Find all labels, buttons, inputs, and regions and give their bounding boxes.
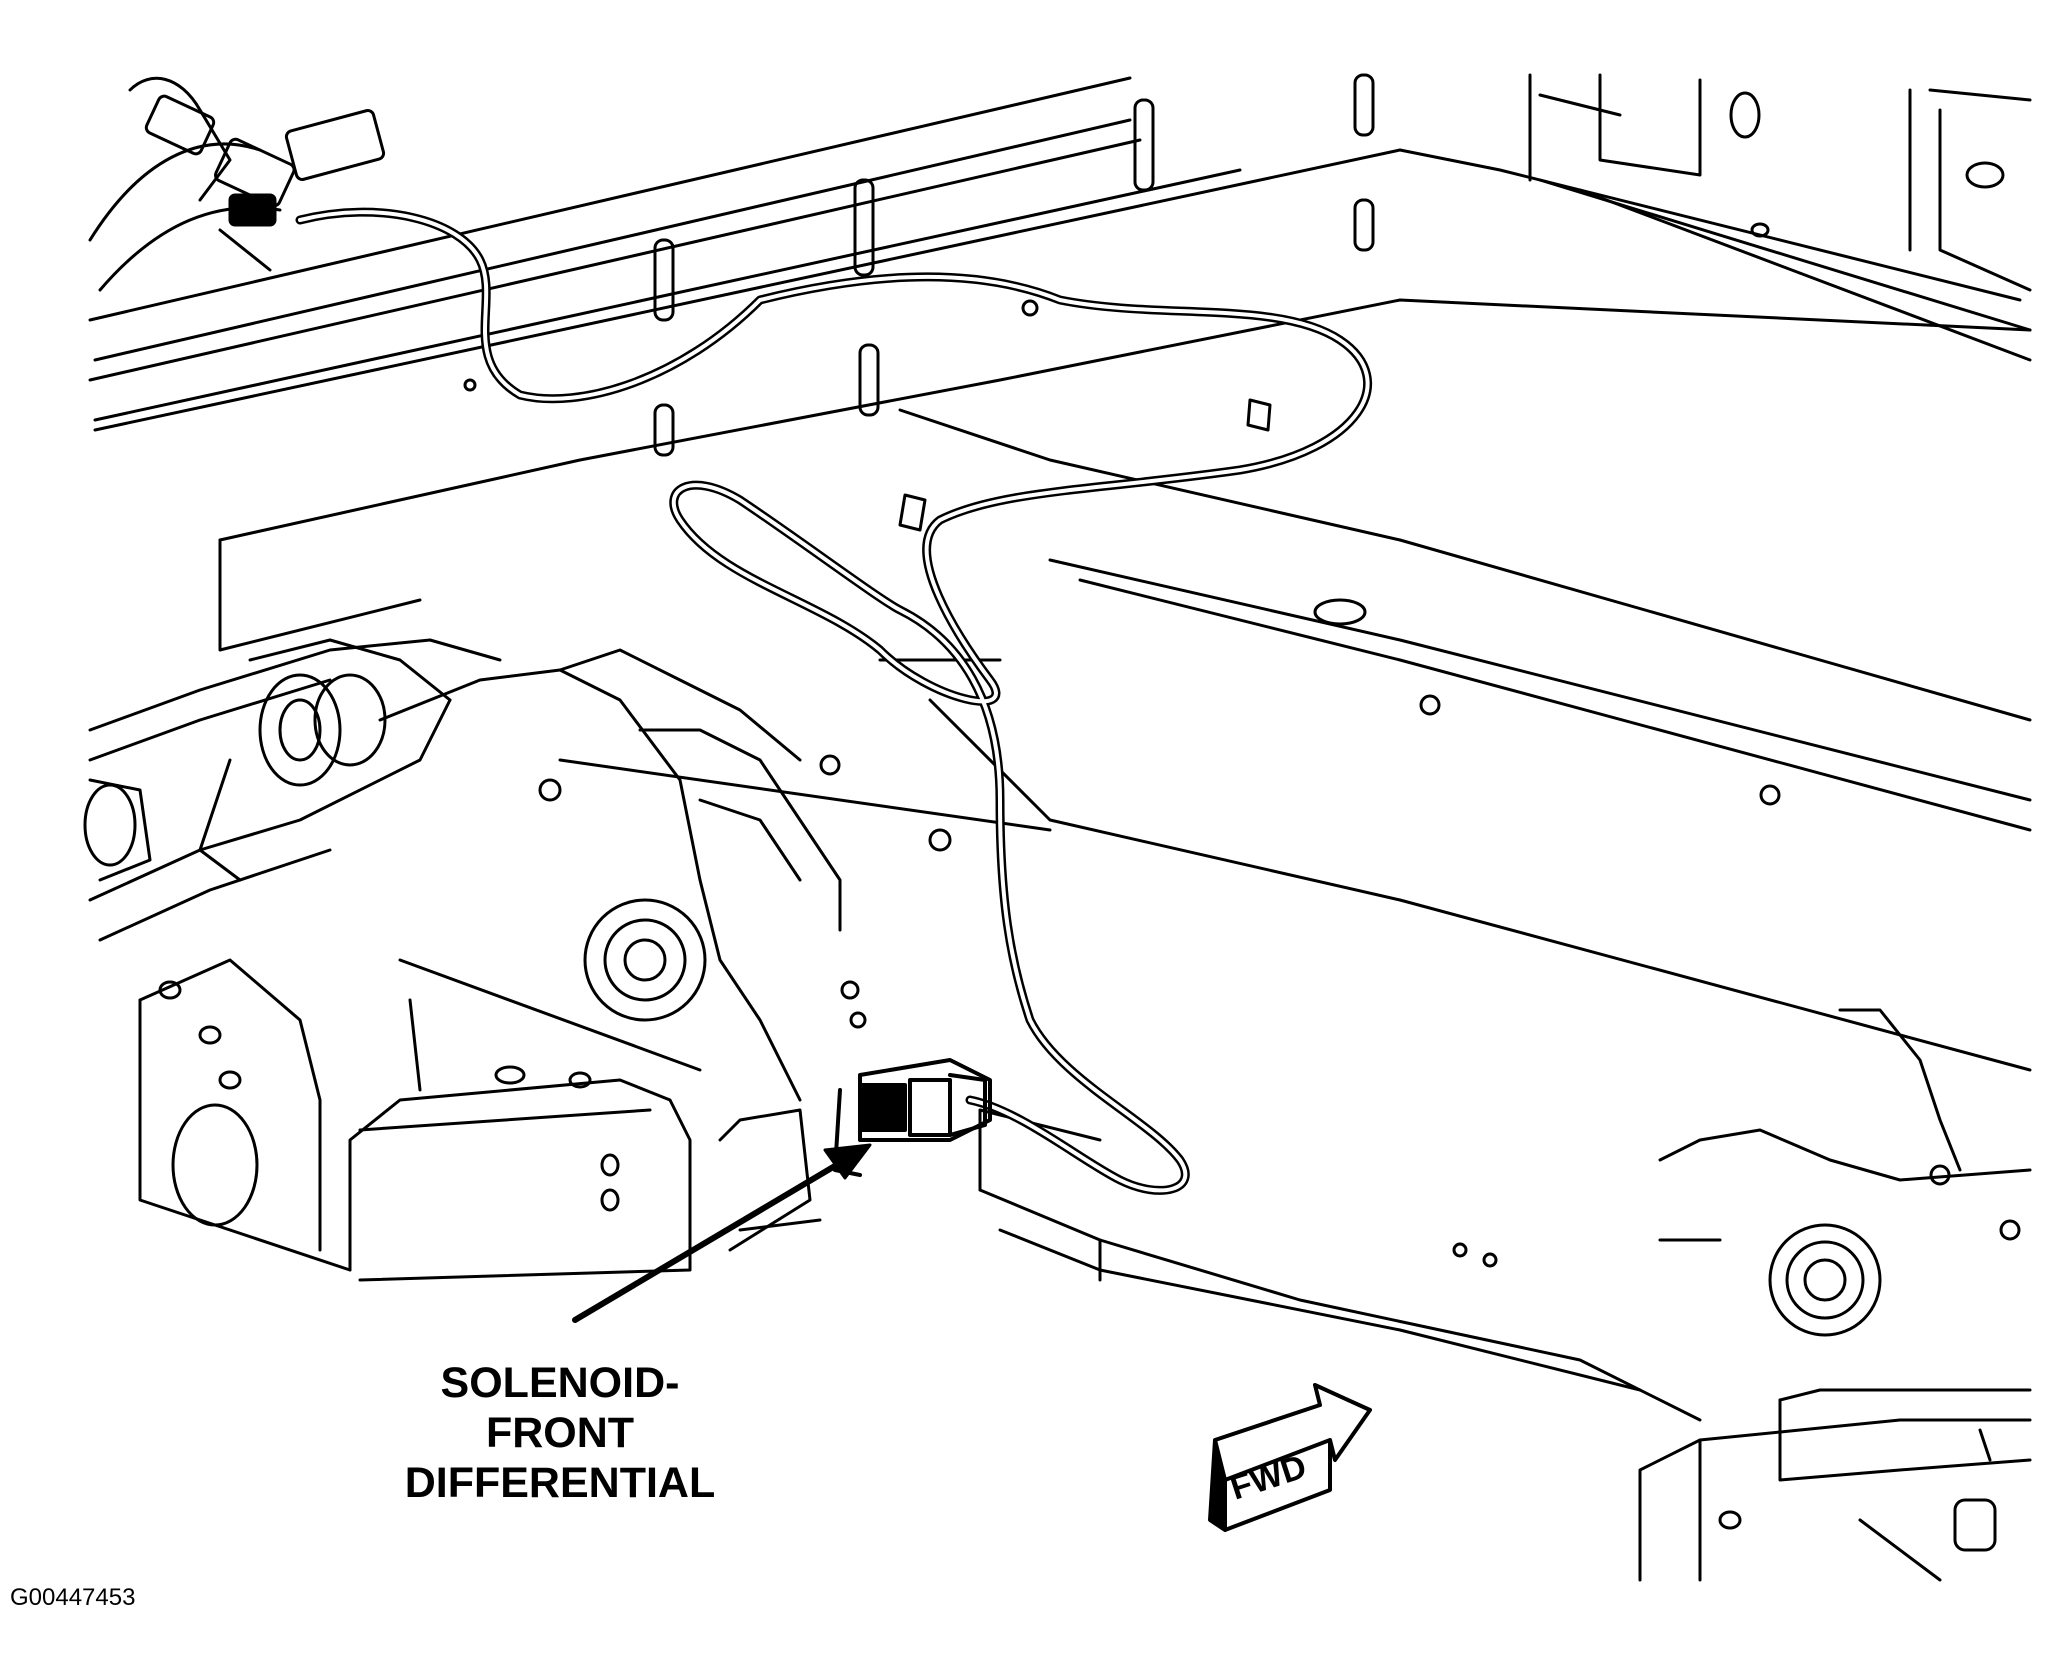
top-left-connector-cluster: [88, 76, 386, 292]
callout-line-2: FRONT: [485, 1409, 635, 1457]
floor-panel: [218, 298, 2032, 1072]
lower-main-rail: [978, 1008, 2032, 1422]
upper-frame-rails: [88, 73, 2032, 432]
left-suspension-mount: [83, 638, 502, 942]
wiring-harness: [295, 207, 1372, 1195]
harness-clips: [463, 299, 1272, 532]
rail-studs: [653, 73, 1375, 457]
callout-line-3: DIFFERENTIAL: [404, 1459, 716, 1507]
callout-leader-arrow: [572, 1157, 848, 1323]
forward-arrow-icon: [1208, 1383, 1372, 1532]
callout-line-1: SOLENOID-: [440, 1359, 680, 1407]
solenoid-callout-label: SOLENOID- FRONT DIFFERENTIAL: [340, 1358, 780, 1508]
figure-id: G00447453: [10, 1584, 136, 1611]
callout-arrowhead: [823, 1143, 872, 1180]
solenoid-connector: [833, 1058, 992, 1177]
left-frame-bracket: [138, 958, 702, 1282]
lower-right-bracket: [1638, 1388, 2032, 1582]
center-crossmember: [378, 648, 952, 1252]
wiring-harness-inner: [298, 210, 1370, 1193]
